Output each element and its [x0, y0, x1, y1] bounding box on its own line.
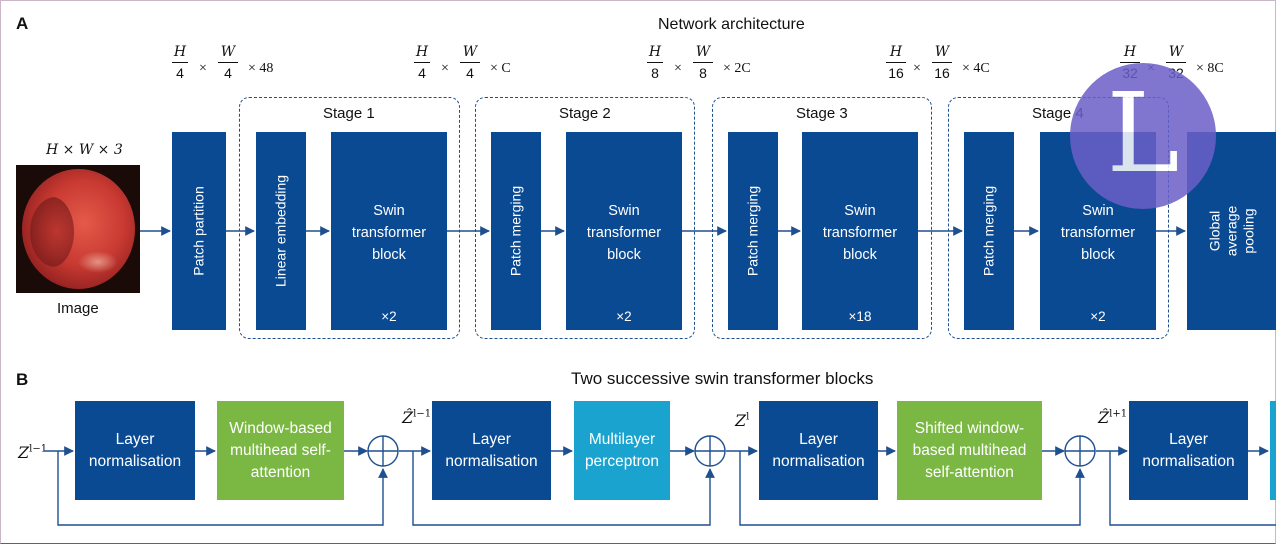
dim-channels: × 2C [723, 61, 751, 76]
stage-1-swin-label: Swin transformer block [351, 203, 427, 263]
stage-1-repeat: ×2 [381, 309, 397, 324]
residual-2 [412, 451, 715, 526]
b-mlp-2-partial [1270, 401, 1276, 500]
b-layernorm-3: Layer normalisation [759, 401, 878, 500]
stage-3-repeat: ×18 [848, 309, 872, 324]
stage-1-swin-block: Swin transformer block ×2 [331, 132, 447, 330]
stage-1-label: Stage 1 [323, 105, 375, 122]
dim-times: × [913, 61, 921, 76]
dim-times: × [441, 61, 449, 76]
stage-3-box [712, 97, 932, 339]
panel-b-title: Two successive swin transformer blocks [571, 369, 874, 388]
stage-3-swin-block: Swin transformer block ×18 [802, 132, 918, 330]
stage-4-box [948, 97, 1169, 339]
residual-1 [57, 451, 388, 526]
panel-a-title: Network architecture [658, 16, 805, 33]
linear-embedding-block: Linear embedding [256, 132, 306, 330]
stage-2-label: Stage 2 [559, 105, 611, 122]
stage-4-repeat: ×2 [1090, 309, 1106, 324]
endoscopy-image [16, 165, 140, 293]
stage-2-swin-label: Swin transformer block [586, 203, 662, 263]
patch-partition-block: Patch partition [172, 132, 226, 330]
b-shifted-window-msa: Shifted window- based multihead self-att… [897, 401, 1042, 500]
b-layernorm-2: Layer normalisation [432, 401, 551, 500]
stage-2-repeat: ×2 [616, 309, 632, 324]
dim-channels: × 48 [248, 61, 274, 76]
z-hat-2-label: Ẑl+1 [1098, 408, 1128, 427]
stage-4-label: Stage 4 [1032, 105, 1084, 122]
stage-1-box [239, 97, 460, 339]
stage-4-patch-merging-block: Patch merging [964, 132, 1014, 330]
watermark-logo: L [1070, 63, 1216, 209]
dim-times: × [199, 61, 207, 76]
stage-2-box [475, 97, 695, 339]
z-in-label: Zl−1 [18, 443, 48, 462]
residual-3 [739, 451, 1085, 526]
panel-a-letter: A [16, 14, 29, 33]
stage-4-swin-label: Swin transformer block [1060, 203, 1136, 263]
stage-3-swin-label: Swin transformer block [822, 203, 898, 263]
b-layernorm-1: Layer normalisation [75, 401, 195, 500]
input-caption: Image [57, 300, 99, 317]
input-dimensions: H × W × 3 [46, 142, 123, 158]
b-window-msa: Window-based multihead self- attention [217, 401, 344, 500]
dim-channels: × C [490, 61, 511, 76]
stage-2-swin-block: Swin transformer block ×2 [566, 132, 682, 330]
z-hat-1-label: Ẑl−1 [402, 408, 432, 427]
z-mid-label: Zl [735, 411, 750, 430]
stage-3-label: Stage 3 [796, 105, 848, 122]
panel-b-letter: B [16, 370, 29, 389]
b-layernorm-4: Layer normalisation [1129, 401, 1248, 500]
dim-times: × [674, 61, 682, 76]
dim-channels: × 8C [1196, 61, 1224, 76]
stage-3-patch-merging-block: Patch merging [728, 132, 778, 330]
stage-2-patch-merging-block: Patch merging [491, 132, 541, 330]
dim-channels: × 4C [962, 61, 990, 76]
residual-4 [1109, 451, 1276, 526]
b-mlp-1: Multilayer perceptron [574, 401, 670, 500]
